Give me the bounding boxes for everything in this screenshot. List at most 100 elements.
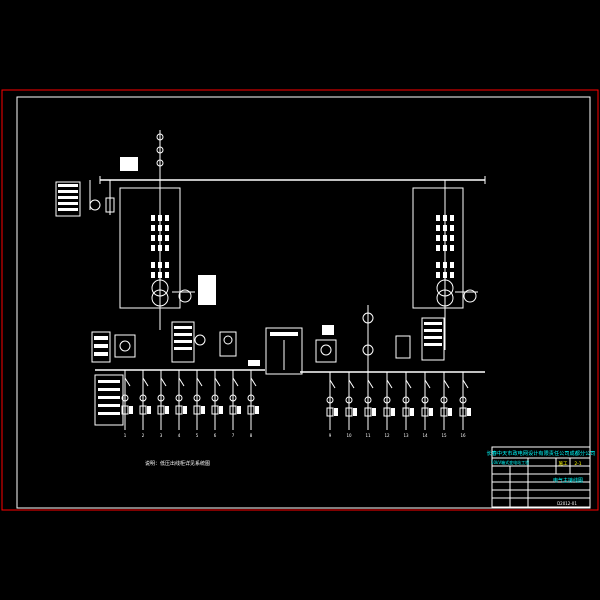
ct-symbol [459,396,467,404]
fuse-symbol [436,262,440,268]
fuse-symbol [165,262,169,268]
breaker-symbol [367,379,374,389]
label-block [353,408,357,416]
fuse-symbol [151,235,155,241]
bus-coupler-cabinet [265,327,303,375]
label-block [255,406,259,414]
breaker-symbol [424,379,431,389]
label-block [147,406,151,414]
feeder-number: 2 [142,433,145,438]
ct-symbol [402,396,410,404]
ct-symbol [364,396,372,404]
label-block [129,406,133,414]
ct-symbol [139,394,147,402]
feeder-label-panel [94,374,124,426]
meter-symbol [383,407,391,417]
fuse-symbol [151,245,155,251]
ct-symbol [175,394,183,402]
title-block-sheet: 电气主接线图 [553,477,583,484]
feeder-number: 8 [250,433,253,438]
breaker-symbol [250,377,257,387]
label-block [429,408,433,416]
meter-symbol [139,405,147,415]
feeder-number: 12 [384,433,390,438]
hv-switchgear-symbols-left [151,215,169,278]
breaker-symbol [348,379,355,389]
fuse-symbol [450,235,454,241]
fuse-symbol [436,225,440,231]
lv-feeders-right: 9 10 11 12 13 14 15 16 [326,372,471,438]
fuse-symbol [158,215,162,221]
feeder-number: 6 [214,433,217,438]
fuse-symbol [165,215,169,221]
fuse-symbol [450,215,454,221]
meter-symbol [247,405,255,415]
feeder-number: 5 [196,433,199,438]
label-block [372,408,376,416]
fuse-symbol [443,272,447,278]
feeder-number: 15 [441,433,447,438]
label-block [334,408,338,416]
meter-symbol [229,405,237,415]
ct-symbol [211,394,219,402]
label-block [237,406,241,414]
fuse-symbol [165,235,169,241]
breaker-symbol [329,379,336,389]
transformer-left [151,275,216,307]
diagram-note: 说明：低压出线柜详见系统图 [145,460,210,467]
breaker-symbol [160,377,167,387]
feeder-number: 14 [422,433,428,438]
fuse-symbol [443,215,447,221]
meter-symbol [440,407,448,417]
lv-incoming-right [315,305,445,372]
title-block: 长春中天市政电网设计有限责任公司成都分公司 10kV箱式变电站工程 施工 2-1… [487,446,595,508]
meter-symbol [326,407,334,417]
fuse-symbol [151,215,155,221]
fuse-symbol [158,262,162,268]
drawing-border [16,96,591,509]
fuse-symbol [151,225,155,231]
fuse-symbol [450,272,454,278]
ct-symbol [247,394,255,402]
ct-symbol [421,396,429,404]
feeder-number: 16 [460,433,466,438]
fuse-symbol [443,245,447,251]
title-block-stage: 施工 [559,460,568,467]
feeder-number: 13 [403,433,409,438]
breaker-symbol [196,377,203,387]
ct-symbol [345,396,353,404]
ct-symbol [229,394,237,402]
meter-symbol [193,405,201,415]
transformer-right [436,279,478,307]
ct-symbol [440,396,448,404]
feeder-number: 10 [346,433,352,438]
fuse-symbol [158,272,162,278]
breaker-symbol [142,377,149,387]
title-block-page: 2-1 [574,461,581,467]
feeder-number: 9 [329,433,332,438]
ct-symbol [193,394,201,402]
fuse-symbol [443,225,447,231]
label-block [391,408,395,416]
label-block [201,406,205,414]
hv-cabinet-right [412,187,464,309]
fuse-symbol [158,235,162,241]
fuse-symbol [450,245,454,251]
label-block [448,408,452,416]
fuse-symbol [436,235,440,241]
meter-symbol [121,405,129,415]
label-block [219,406,223,414]
title-block-drawing-no: D2012-01 [557,501,577,506]
breaker-symbol [178,377,185,387]
label-block [410,408,414,416]
feeder-number: 11 [365,433,371,438]
hv-cabinet-left [119,187,181,309]
fuse-symbol [151,272,155,278]
breaker-symbol [124,377,131,387]
feeder-number: 1 [124,433,127,438]
fuse-symbol [165,225,169,231]
hv-switchgear-symbols-right [436,215,454,278]
meter-symbol [175,405,183,415]
